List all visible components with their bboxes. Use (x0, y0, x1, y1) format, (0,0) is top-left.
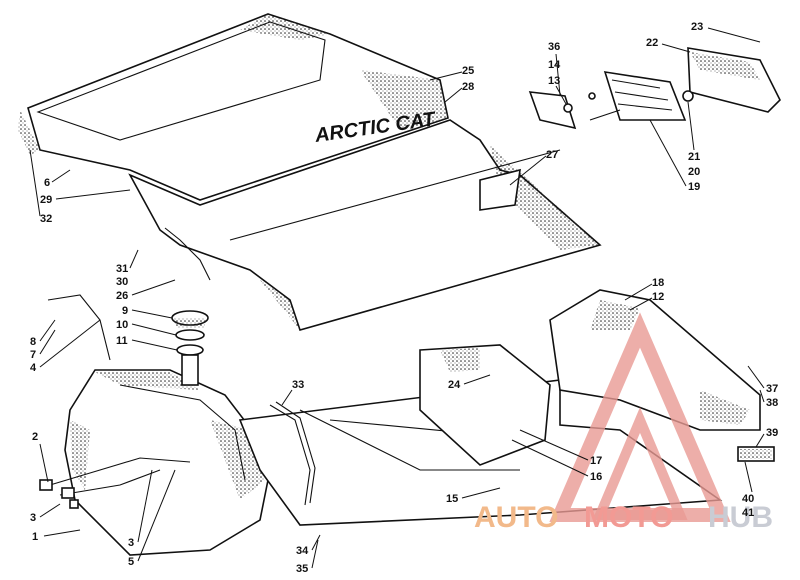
fuel-lines (39, 294, 191, 509)
watermark-hub: HUB (708, 501, 773, 534)
callout-37: 37 (766, 383, 778, 395)
callout-9: 9 (122, 305, 128, 317)
callout-6: 6 (44, 177, 50, 189)
callout-16: 16 (590, 471, 602, 483)
callout-30: 30 (116, 276, 128, 288)
callout-27: 27 (546, 149, 558, 161)
callout-24: 24 (448, 379, 461, 391)
callouts: 1 2 3 3 5 8 7 4 9 10 11 6 29 32 31 30 26… (29, 21, 778, 575)
watermark-auto: AUTO (474, 501, 558, 534)
callout-19: 19 (688, 181, 700, 193)
callout-28: 28 (462, 81, 474, 93)
callout-3b: 3 (128, 537, 134, 549)
callout-31: 31 (116, 263, 128, 275)
callout-23: 23 (691, 21, 703, 33)
fuel-tank (64, 369, 271, 556)
callout-13: 13 (548, 75, 560, 87)
callout-18: 18 (652, 277, 664, 289)
console (419, 344, 551, 466)
chassis-belly-pan (238, 289, 775, 526)
taillight-bracket (528, 91, 577, 130)
callout-33: 33 (292, 379, 304, 391)
callout-1: 1 (32, 531, 38, 543)
callout-2: 2 (32, 431, 38, 443)
callout-25: 25 (462, 65, 474, 77)
callout-35: 35 (296, 563, 308, 575)
callout-7: 7 (30, 349, 36, 361)
watermark-moto: MOTO (584, 501, 673, 534)
callout-39: 39 (766, 427, 778, 439)
taillight-assembly (528, 47, 781, 130)
callout-10: 10 (116, 319, 128, 331)
callout-3a: 3 (30, 512, 36, 524)
seat-assembly: ARCTIC CAT (18, 13, 602, 331)
callout-41: 41 (742, 507, 754, 519)
callout-17: 17 (590, 455, 602, 467)
callout-21: 21 (688, 151, 700, 163)
watermark: AUTO MOTO HUB (474, 312, 773, 534)
callout-20: 20 (688, 166, 700, 178)
callout-40: 40 (742, 493, 754, 505)
callout-4: 4 (30, 362, 37, 374)
callout-26: 26 (116, 290, 128, 302)
callout-15: 15 (446, 493, 458, 505)
callout-32: 32 (40, 213, 52, 225)
fuel-cap-assembly (171, 310, 209, 386)
callout-14: 14 (548, 59, 561, 71)
callout-36: 36 (548, 41, 560, 53)
callout-11: 11 (116, 335, 128, 347)
callout-8: 8 (30, 336, 36, 348)
callout-29: 29 (40, 194, 52, 206)
callout-22: 22 (646, 37, 658, 49)
callout-12: 12 (652, 291, 664, 303)
callout-34: 34 (296, 545, 309, 557)
callout-38: 38 (766, 397, 778, 409)
callout-5: 5 (128, 556, 134, 568)
